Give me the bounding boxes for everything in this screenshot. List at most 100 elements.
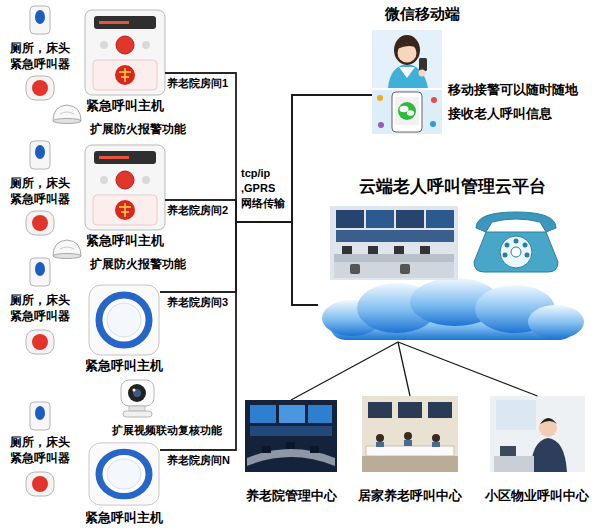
room-label: 养老院房间N	[167, 454, 230, 468]
call-host: 紧急呼叫主机	[88, 284, 160, 356]
property-center-photo	[496, 400, 536, 430]
room-label: 养老院房间3	[167, 296, 228, 310]
node-caption: 紧急呼叫主机	[85, 358, 163, 374]
room3-devices	[89, 285, 159, 355]
call-button-pair: 厕所，床头 紧急呼叫器	[4, 400, 76, 500]
call-button-pair: 厕所，床头 紧急呼叫器	[4, 139, 76, 237]
network-label: tcp/ip ,GPRS 网络传输	[241, 166, 289, 211]
telephone-icon	[474, 232, 558, 272]
network-connector	[165, 200, 318, 305]
telephone-icon	[476, 212, 556, 232]
room2-devices	[30, 141, 50, 169]
telephone-icon	[511, 247, 521, 257]
wechat-phone	[377, 95, 383, 101]
control-room-photo	[334, 262, 454, 278]
node-caption: 紧急呼叫主机	[86, 233, 164, 249]
wechat-phone	[372, 90, 442, 134]
control-room-photo	[336, 210, 364, 228]
network-connector	[291, 342, 398, 400]
property-center-photo	[539, 419, 557, 437]
network-connector	[160, 222, 318, 450]
camera-icon	[121, 380, 154, 406]
property-center-photo	[490, 396, 585, 472]
telephone-icon	[505, 243, 510, 248]
wechat-photo	[399, 67, 415, 78]
home-care-center-photo	[428, 402, 452, 418]
control-room-photo	[330, 206, 458, 280]
wechat-phone	[372, 90, 442, 134]
home-care-center-photo	[404, 440, 412, 446]
telephone-icon	[503, 253, 508, 258]
room2-devices	[53, 240, 81, 259]
wechat-photo	[419, 58, 427, 71]
home-care-center-photo	[404, 432, 412, 440]
telephone-icon	[500, 236, 532, 268]
home-care-center-photo	[432, 442, 440, 447]
call-button-pair: 厕所，床头 紧急呼叫器	[4, 4, 76, 102]
cloud-platform: 云端老人呼叫管理云平台	[318, 200, 586, 342]
node-caption: 扩展视频联动复核功能	[112, 424, 222, 438]
call-host: 紧急呼叫主机	[88, 442, 160, 506]
home-care-center-photo	[362, 456, 458, 472]
network-connector	[160, 95, 372, 292]
call-host: 紧急呼叫主机	[85, 145, 165, 230]
telephone-icon	[474, 212, 558, 272]
control-room-photo	[394, 246, 404, 254]
control-room-photo	[396, 210, 424, 228]
cloud-shape	[528, 305, 584, 339]
management-center-photo	[245, 400, 337, 472]
node-caption: 厕所，床头 紧急呼叫器	[8, 434, 72, 466]
room-label: 养老院房间1	[167, 77, 228, 91]
wechat-phone	[400, 106, 409, 113]
wechat-photo	[394, 35, 420, 65]
node-caption: 养老院管理中心	[246, 488, 337, 504]
telephone-icon	[525, 253, 530, 258]
property-center-photo	[494, 456, 534, 472]
node-caption: 居家养老呼叫中心	[358, 488, 462, 504]
smoke-detector: 扩展防火报警功能	[52, 237, 82, 259]
wechat-phone	[431, 97, 437, 103]
management-center-photo	[247, 449, 335, 466]
home-care-center-photo	[376, 442, 384, 447]
roomN-devices	[89, 443, 159, 505]
property-center-photo	[530, 438, 567, 472]
node-caption: 厕所，床头 紧急呼叫器	[8, 292, 72, 324]
network-connector	[165, 95, 372, 222]
call-center: 小区物业呼叫中心	[490, 396, 585, 472]
call-center: 养老院管理中心	[245, 400, 337, 472]
wechat-photo	[372, 30, 442, 88]
management-center-photo	[262, 446, 271, 453]
node-caption: 小区物业呼叫中心	[485, 488, 589, 504]
node-caption: 紧急呼叫主机	[85, 510, 163, 526]
wechat-terminal: 微信移动端移动接警可以随时随地 接收老人呼叫信息	[372, 30, 442, 134]
room1-devices	[53, 105, 81, 124]
room3-devices	[26, 330, 54, 354]
wechat-phone	[430, 121, 436, 127]
home-care-center-photo	[362, 396, 458, 472]
camera-icon	[129, 406, 145, 411]
telephone-icon	[514, 239, 519, 244]
home-care-center-photo	[432, 434, 440, 442]
node-caption: 扩展防火报警功能	[90, 257, 186, 272]
control-room-photo	[400, 264, 410, 274]
home-care-center-photo	[362, 396, 458, 472]
room-label: 养老院房间2	[167, 204, 228, 218]
node-caption: 微信移动端	[385, 5, 460, 24]
cloud-shape	[322, 278, 584, 340]
network-connector	[160, 95, 372, 450]
room1-devices	[30, 6, 50, 34]
management-center-photo	[286, 442, 295, 449]
control-room-photo	[334, 254, 454, 262]
telephone-icon	[523, 243, 528, 248]
room2-devices	[26, 211, 54, 235]
network-connector	[165, 73, 318, 305]
wechat-phone	[407, 110, 414, 115]
room2-devices	[85, 145, 165, 230]
control-room-photo	[342, 246, 352, 254]
home-care-center-photo	[366, 446, 454, 456]
wechat-phone	[395, 97, 419, 125]
smoke-detector: 扩展防火报警功能	[52, 102, 82, 124]
camera-icon	[121, 380, 154, 417]
network-connector	[398, 342, 410, 396]
